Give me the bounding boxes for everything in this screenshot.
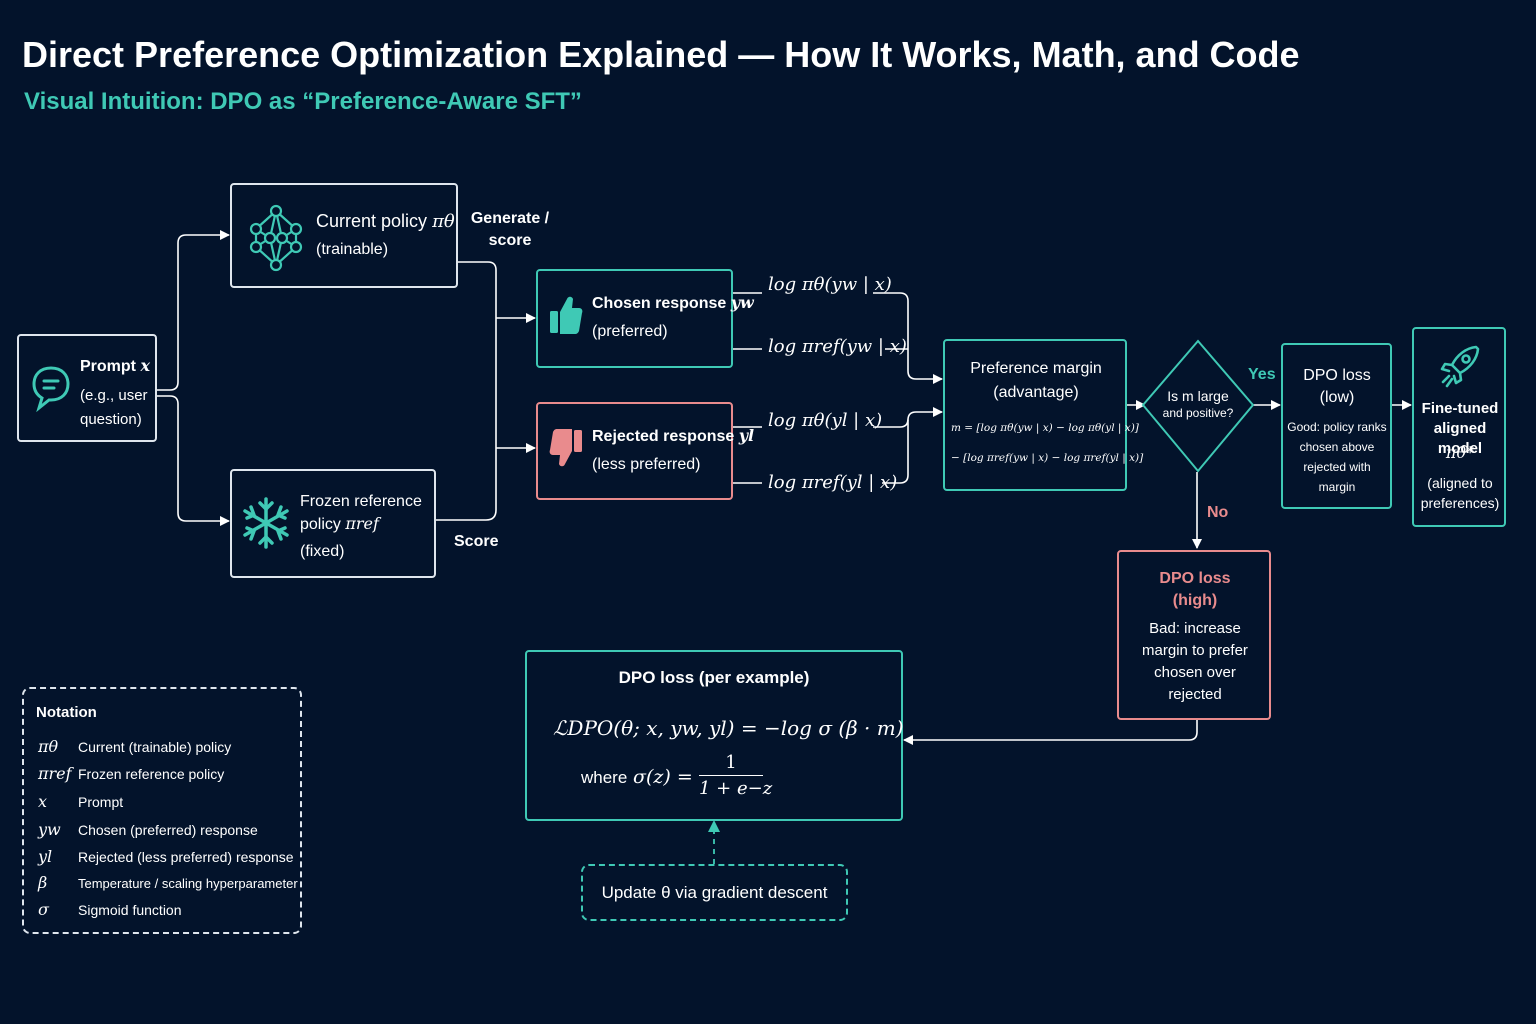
margin-formula-line2: − [log πref(yw | x) − log πref(yl | x)] bbox=[951, 452, 1144, 464]
notation-symbol: σ bbox=[38, 900, 49, 919]
notation-row: yl Rejected (less preferred) response bbox=[38, 847, 294, 866]
reference-policy-symbol: πref bbox=[345, 514, 379, 533]
notation-row: πref Frozen reference policy bbox=[38, 764, 224, 783]
margin-title: Preference margin (advantage) bbox=[970, 360, 1102, 401]
logprob-ref-chosen: log πref(yw | x) bbox=[768, 336, 907, 357]
thumbs-up-icon bbox=[550, 296, 583, 334]
notation-legend: Notation πθ Current (trainable) policy πr… bbox=[22, 687, 302, 934]
update-text: Update θ via gradient descent bbox=[601, 883, 828, 902]
notation-desc: Frozen reference policy bbox=[78, 766, 225, 782]
chosen-title: Chosen response bbox=[592, 295, 727, 312]
margin-formula-line1: m = [log πθ(yw | x) − log πθ(yl | x)] bbox=[951, 422, 1139, 434]
notation-symbol: πθ bbox=[38, 737, 59, 756]
notation-desc: Rejected (less preferred) response bbox=[78, 849, 294, 865]
loss-low-title: DPO loss (low) bbox=[1303, 367, 1371, 406]
notation-desc: Prompt bbox=[78, 794, 124, 810]
notation-symbol: x bbox=[38, 792, 48, 811]
logprob-theta-rejected: log πθ(yl | x) bbox=[768, 410, 883, 431]
finetuned-model-box: Fine-tuned aligned model πθ* (aligned to… bbox=[1412, 327, 1506, 527]
notation-desc: Temperature / scaling hyperparameter bbox=[78, 876, 298, 891]
thumbs-down-icon bbox=[549, 429, 582, 467]
notation-row: πθ Current (trainable) policy bbox=[38, 737, 231, 756]
page-title: Direct Preference Optimization Explained… bbox=[22, 34, 1300, 75]
prompt-desc: (e.g., user question) bbox=[80, 387, 148, 428]
loss-high-desc: Bad: increase margin to prefer chosen ov… bbox=[1142, 620, 1248, 703]
reference-policy-title: Frozen reference policy πref bbox=[300, 491, 430, 536]
decision-label: Is m large and positive? bbox=[1153, 388, 1243, 420]
notation-symbol: β bbox=[38, 873, 48, 892]
notation-desc: Chosen (preferred) response bbox=[78, 822, 258, 838]
prompt-var: x bbox=[140, 356, 150, 375]
edge-prompt-to-reference bbox=[157, 395, 230, 526]
loss-formula-box: DPO loss (per example) ℒDPO(θ; x, yw, yl… bbox=[525, 650, 904, 821]
edge-label-score: Score bbox=[454, 533, 499, 550]
rejected-symbol: yl bbox=[738, 426, 755, 445]
logprob-ref-rejected: log πref(yl | x) bbox=[768, 472, 898, 493]
notation-row: x Prompt bbox=[38, 792, 123, 811]
edge-chosen-to-margin bbox=[873, 292, 943, 384]
chosen-note: (preferred) bbox=[592, 323, 668, 340]
loss-formula-fraction: 1 1 + e−z bbox=[699, 752, 773, 799]
loss-high-title: DPO loss (high) bbox=[1159, 570, 1231, 609]
prompt-title: Prompt bbox=[80, 358, 136, 375]
edge-policy-merge bbox=[436, 261, 497, 521]
prompt-box: Prompt x (e.g., user question) bbox=[17, 334, 157, 442]
current-policy-box: Current policy πθ (trainable) bbox=[230, 183, 458, 288]
edge-rejected-to-margin bbox=[873, 407, 943, 428]
loss-formula-sigma: σ(z) = bbox=[633, 766, 693, 788]
decision-line2: and positive? bbox=[1162, 406, 1234, 420]
current-policy-note: (trainable) bbox=[316, 241, 389, 258]
reference-policy-note: (fixed) bbox=[300, 543, 345, 560]
chat-icon bbox=[32, 366, 70, 412]
edge-label-no: No bbox=[1207, 504, 1229, 521]
edge-high-to-formula bbox=[903, 720, 1198, 745]
edge-prompt-split bbox=[157, 230, 230, 391]
notation-symbol: yl bbox=[38, 847, 53, 866]
edge-rejected-ref-join bbox=[882, 420, 909, 484]
finetuned-note: (aligned to preferences) bbox=[1420, 475, 1500, 511]
chosen-response-box: Chosen response yw (preferred) bbox=[536, 269, 754, 368]
finetuned-title: Fine-tuned aligned model bbox=[1421, 400, 1499, 457]
notation-row: yw Chosen (preferred) response bbox=[38, 820, 258, 839]
finetuned-symbol: πθ* bbox=[1445, 443, 1475, 462]
page-subtitle: Visual Intuition: DPO as “Preference-Awa… bbox=[24, 88, 582, 115]
loss-formula-title: DPO loss (per example) bbox=[618, 668, 810, 687]
loss-formula-numerator: 1 bbox=[699, 752, 763, 776]
loss-low-desc: Good: policy ranks chosen above rejected… bbox=[1287, 420, 1387, 494]
rejected-title: Rejected response bbox=[592, 428, 735, 445]
edge-label-generate-score: Generate / score bbox=[470, 210, 550, 249]
preference-margin-box: Preference margin (advantage) m = [log π… bbox=[943, 339, 1143, 491]
reference-policy-title-text: Frozen reference policy bbox=[300, 493, 422, 533]
rocket-icon bbox=[1440, 345, 1480, 388]
current-policy-symbol: πθ bbox=[432, 211, 455, 232]
chosen-symbol: yw bbox=[730, 293, 754, 312]
update-theta-box: Update θ via gradient descent bbox=[581, 864, 848, 921]
neural-network-icon bbox=[249, 204, 303, 272]
loss-formula-denominator: 1 + e−z bbox=[699, 778, 773, 799]
snowflake-icon bbox=[243, 497, 289, 549]
notation-desc: Sigmoid function bbox=[78, 902, 182, 918]
reference-policy-box: Frozen reference policy πref (fixed) bbox=[230, 469, 436, 578]
notation-row: σ Sigmoid function bbox=[38, 900, 182, 919]
notation-symbol: πref bbox=[38, 764, 72, 783]
loss-low-box: DPO loss (low) Good: policy ranks chosen… bbox=[1281, 343, 1392, 509]
rejected-note: (less preferred) bbox=[592, 456, 701, 473]
logprob-theta-chosen: log πθ(yw | x) bbox=[768, 274, 892, 295]
current-policy-title: Current policy bbox=[316, 211, 428, 231]
loss-high-box: DPO loss (high) Bad: increase margin to … bbox=[1117, 550, 1271, 720]
notation-desc: Current (trainable) policy bbox=[78, 739, 232, 755]
edge-label-yes: Yes bbox=[1248, 366, 1276, 383]
loss-formula-main: ℒDPO(θ; x, yw, yl) = −log σ (β · m) bbox=[553, 716, 904, 740]
loss-formula-where: where bbox=[581, 768, 628, 787]
notation-symbol: yw bbox=[38, 820, 61, 839]
rejected-response-box: Rejected response yl (less preferred) bbox=[536, 402, 754, 500]
notation-row: β Temperature / scaling hyperparameter bbox=[38, 873, 298, 892]
decision-diamond bbox=[1141, 339, 1255, 473]
notation-title: Notation bbox=[36, 704, 97, 721]
decision-line1: Is m large bbox=[1167, 388, 1229, 404]
